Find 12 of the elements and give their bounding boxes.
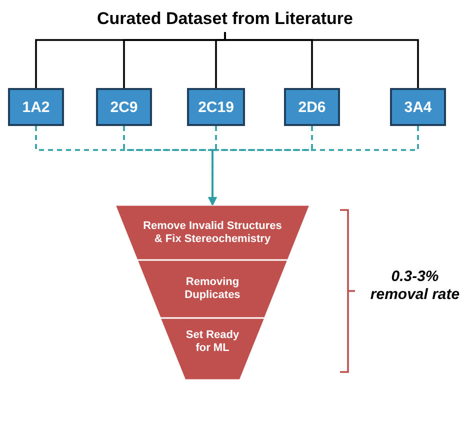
note-text: 0.3-3% removal rate [369,268,461,304]
process-box: 3A4 [390,88,446,126]
process-box: 1A2 [8,88,64,126]
process-box: 2C9 [96,88,152,126]
title-text: Curated Dataset from Literature [95,6,355,32]
process-box: 2D6 [284,88,340,126]
funnel-section: Set Ready for ML [160,318,265,380]
funnel-section: Remove Invalid Structures & Fix Stereochemistry [115,205,310,260]
process-box: 2C19 [187,88,245,126]
connector [224,32,419,88]
connector [208,126,419,206]
funnel-section: Removing Duplicates [137,260,288,318]
